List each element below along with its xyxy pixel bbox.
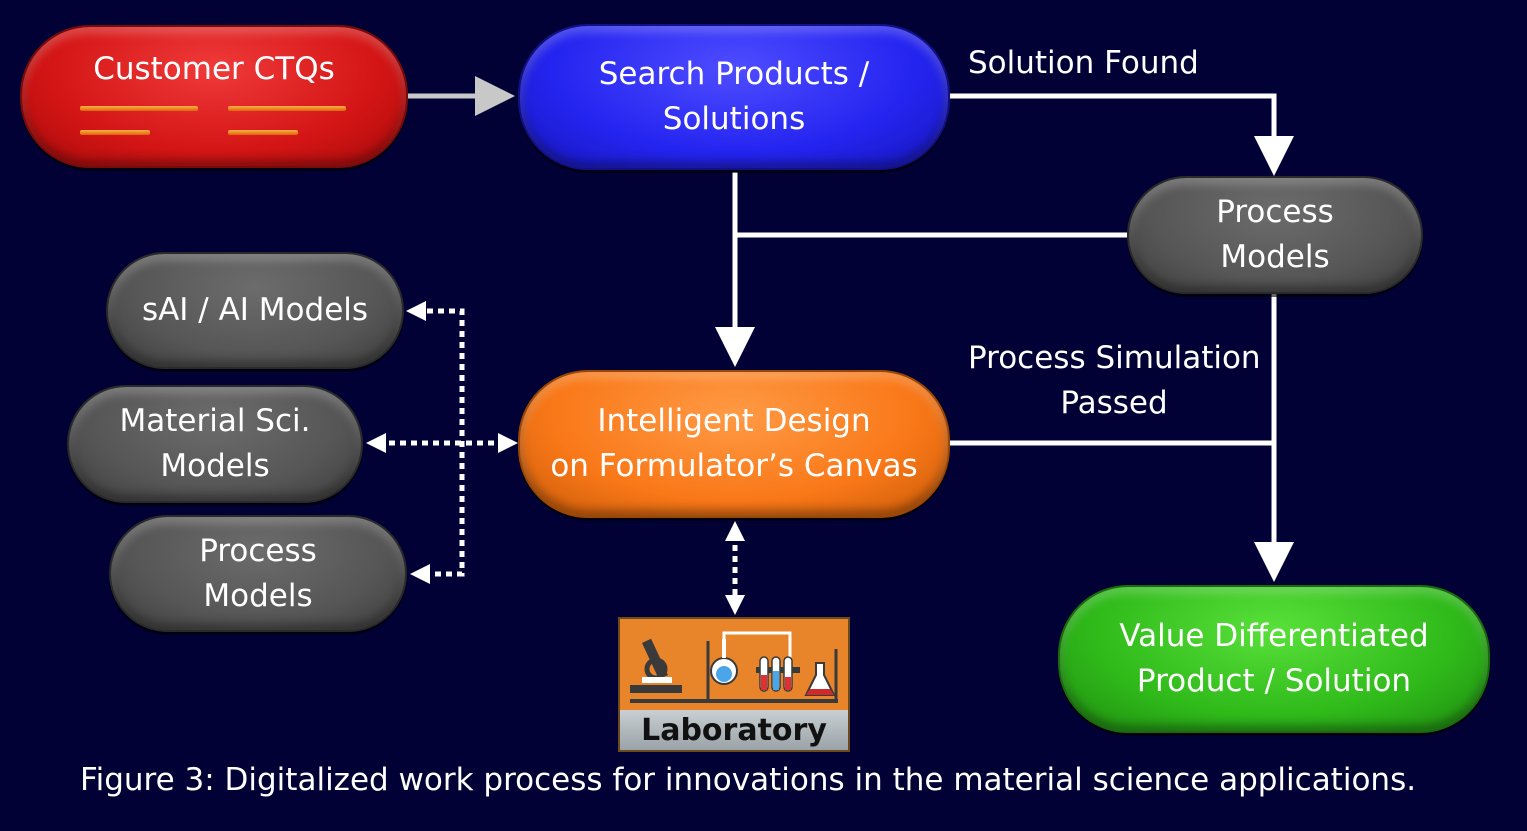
solution-found-label: Solution Found [968, 45, 1199, 81]
sai-models-label: sAI / AI Models [141, 292, 369, 328]
dotted-bus [416, 308, 465, 577]
arrowhead-design-up [725, 521, 745, 541]
figure-caption: Figure 3: Digitalized work process for i… [80, 762, 1417, 798]
process-models-left-line-2: Models [203, 577, 313, 614]
intelligent-design-line-1: Intelligent Design [597, 403, 871, 439]
value-product-line-2: Product / Solution [1136, 663, 1412, 699]
arrow-search-to-process-models [950, 93, 1294, 176]
process-models-left-line-1: Process [199, 532, 317, 569]
process-models-top-line-1: Process [1216, 194, 1334, 230]
value-product-node: Value Differentiated Product / Solution [1058, 585, 1490, 733]
value-product-line-1: Value Differentiated [1119, 618, 1429, 654]
arrowhead-material [366, 433, 386, 453]
search-products-line-2: Solutions [662, 101, 806, 137]
material-models-line-2: Models [160, 448, 270, 484]
sai-models-node: sAI / AI Models [106, 252, 404, 369]
customer-ctqs-label: Customer CTQs [93, 51, 335, 87]
arrowhead-process-left [410, 564, 430, 584]
laboratory-label: Laboratory [620, 710, 848, 750]
material-models-node: Material Sci. Models [67, 385, 363, 503]
process-simulation-line-1: Process Simulation [968, 340, 1261, 376]
intelligent-design-node: Intelligent Design on Formulator’s Canva… [518, 370, 950, 518]
process-simulation-line-2: Passed [1060, 385, 1168, 421]
search-products-node: Search Products / Solutions [518, 24, 950, 170]
arrowhead-sai [406, 301, 426, 321]
laboratory-node: Laboratory [618, 617, 850, 752]
arrowhead-lab-down [725, 595, 745, 615]
process-models-top-line-2: Models [1220, 239, 1330, 275]
process-models-top-node: Process Models [1127, 176, 1423, 294]
ctq-dash [80, 106, 198, 111]
ctq-dash [228, 130, 298, 135]
material-models-line-1: Material Sci. [119, 403, 311, 439]
arrowhead-design-left [498, 433, 518, 453]
intelligent-design-line-2: on Formulator’s Canvas [550, 448, 918, 484]
customer-ctqs-node: Customer CTQs [20, 25, 408, 168]
lab-equipment-icon [630, 631, 838, 703]
process-models-left-node: Process Models [109, 515, 407, 632]
ctq-dash [80, 130, 150, 135]
process-simulation-label: Process Simulation Passed [968, 336, 1261, 426]
search-products-line-1: Search Products / [598, 56, 870, 92]
ctq-dash [228, 106, 346, 111]
